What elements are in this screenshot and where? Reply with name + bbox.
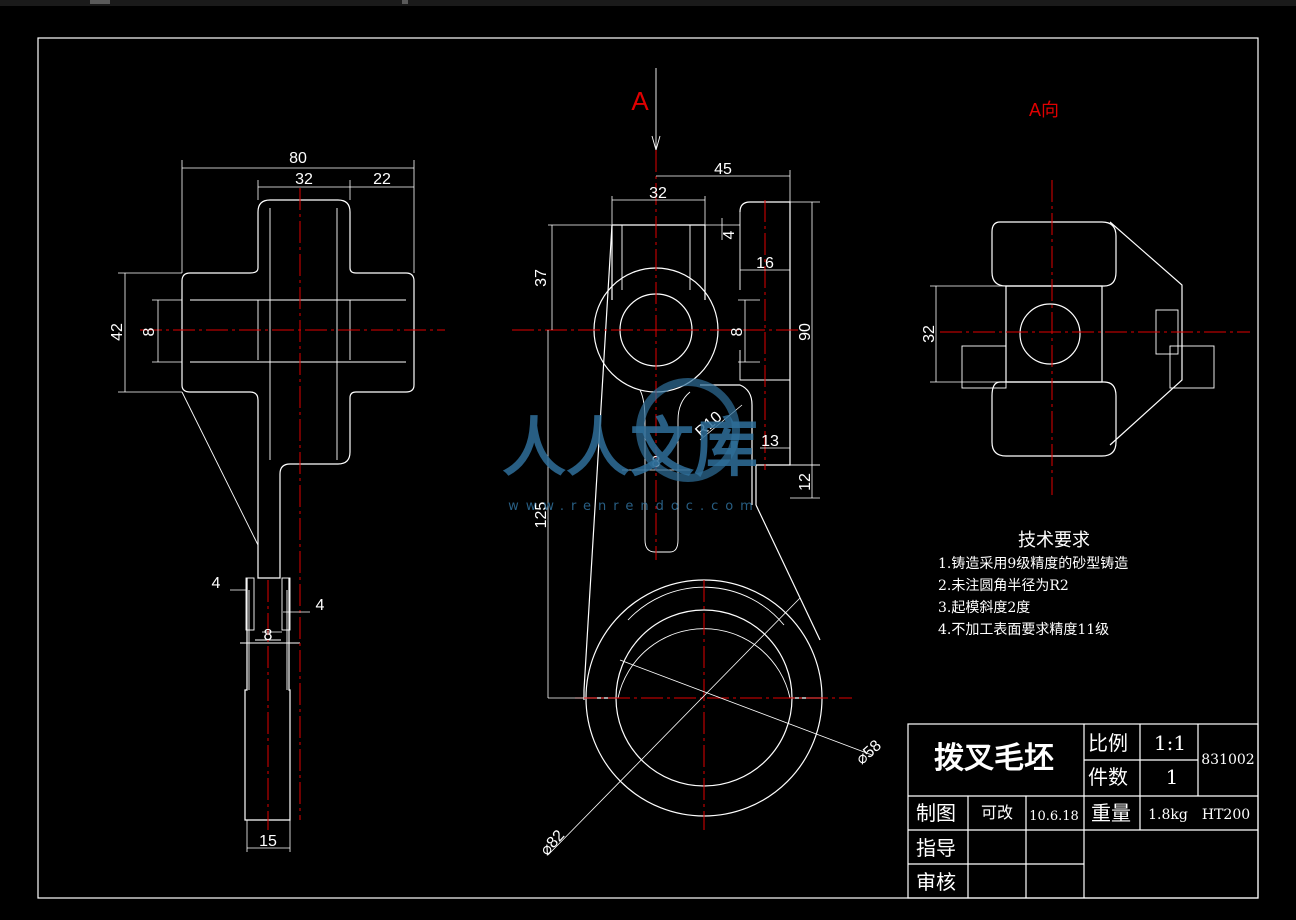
toolbar-fragment (402, 0, 408, 4)
drawn-by: 可改 (981, 803, 1013, 822)
section-label-a: A (631, 86, 649, 116)
drawn-date: 10.6.18 (1029, 809, 1079, 824)
dim-32-viewa: 32 (921, 325, 938, 343)
watermark: 人人文库 www.renrendoc.com (502, 378, 760, 514)
requirement-item-2: 2.未注圆角半径为R2 (938, 578, 1069, 594)
qty-label: 件数 (1088, 765, 1128, 789)
dim-45: 45 (714, 161, 732, 178)
technical-requirements: 技术要求 1.铸造采用9级精度的砂型铸造 2.未注圆角半径为R2 3.起模斜度2… (938, 530, 1128, 638)
dim-12: 12 (797, 473, 814, 491)
weight-label: 重量 (1091, 801, 1131, 825)
view-a-label: A向 (1029, 100, 1059, 120)
drawing-border (37, 37, 1259, 899)
dim-dia-82: ⌀82 (537, 827, 568, 859)
weight-value: 1.8kg (1148, 807, 1188, 823)
requirement-item-4: 4.不加工表面要求精度11级 (938, 622, 1109, 638)
dim-80: 80 (289, 150, 307, 167)
dim-32: 32 (295, 171, 313, 188)
dim-8-slot: 8 (141, 327, 158, 336)
window-top-strip (0, 0, 1296, 6)
dim-4-left: 4 (212, 575, 221, 592)
watermark-logo-icon (636, 378, 740, 482)
dim-37: 37 (533, 269, 550, 287)
check-label: 审核 (916, 870, 956, 894)
dim-dia-58: ⌀58 (853, 737, 885, 768)
dim-13: 13 (761, 433, 779, 450)
dim-22: 22 (373, 171, 391, 188)
toolbar-fragment (90, 0, 110, 4)
scale-value: 1:1 (1154, 731, 1186, 755)
drawn-label: 制图 (916, 801, 956, 825)
dim-8-web: 8 (264, 627, 273, 644)
dim-15: 15 (259, 833, 277, 850)
drawing-number: 831002 (1201, 752, 1254, 768)
title-block: 拨叉毛坯 比例 1:1 件数 1 831002 制图 可改 10.6.18 重量… (907, 723, 1259, 899)
qty-value: 1 (1166, 765, 1179, 789)
guide-label: 指导 (916, 836, 956, 860)
view-a: A向 32 (921, 100, 1250, 495)
dim-90: 90 (797, 323, 814, 341)
watermark-text: 人人文库 (502, 412, 758, 486)
requirement-item-1: 1.铸造采用9级精度的砂型铸造 (938, 556, 1128, 572)
dim-16: 16 (756, 255, 774, 272)
front-view: 80 32 22 42 8 4 4 8 15 (109, 150, 445, 852)
watermark-url: www.renrendoc.com (508, 499, 760, 514)
requirement-item-3: 3.起模斜度2度 (938, 600, 1030, 616)
dim-125: 125 (533, 502, 550, 529)
dim-4-side: 4 (721, 230, 738, 239)
part-name: 拨叉毛坯 (934, 741, 1054, 776)
dim-42: 42 (109, 323, 126, 341)
dim-32-side: 32 (649, 185, 667, 202)
dim-4-right: 4 (316, 597, 325, 614)
requirements-title: 技术要求 (1018, 530, 1090, 551)
scale-label: 比例 (1088, 731, 1128, 755)
dim-8-side: 8 (729, 327, 746, 336)
material: HT200 (1202, 807, 1250, 823)
